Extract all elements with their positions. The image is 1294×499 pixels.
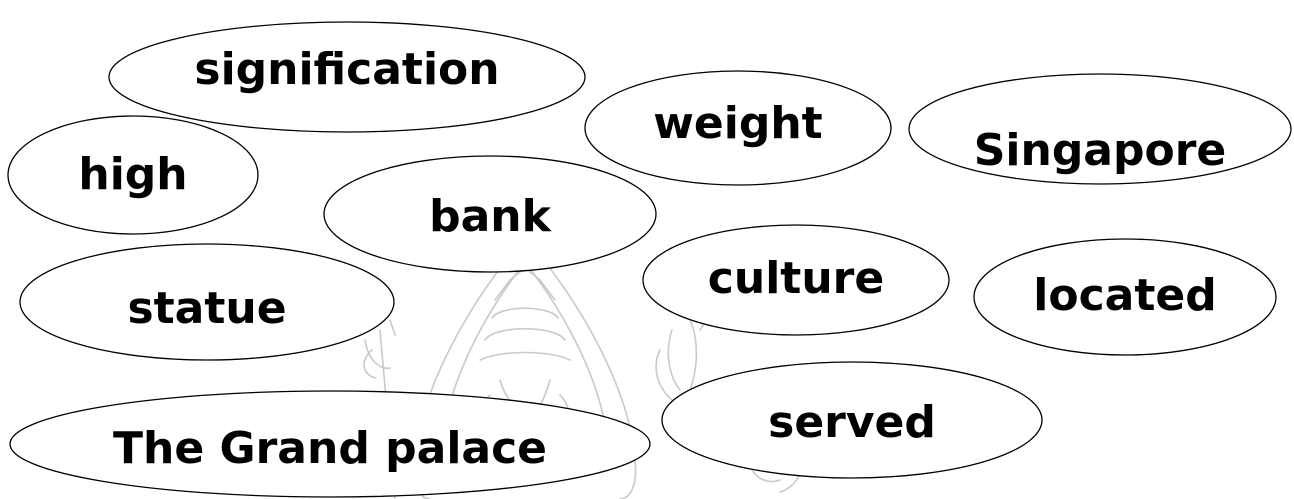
bubble-outline bbox=[19, 243, 395, 361]
word-bubble-bank[interactable]: bank bbox=[323, 155, 657, 273]
bubble-outline bbox=[584, 70, 892, 186]
bubble-label: Singapore bbox=[974, 125, 1227, 176]
bubble-outline bbox=[9, 390, 651, 498]
word-bubble-singapore[interactable]: Singapore bbox=[908, 73, 1292, 185]
bubble-outline bbox=[973, 238, 1277, 356]
word-bubble-the-grand-palace[interactable]: The Grand palace bbox=[9, 390, 651, 498]
bubble-label: located bbox=[1033, 270, 1216, 321]
word-bubble-statue[interactable]: statue bbox=[19, 243, 395, 361]
word-bubble-signification[interactable]: signification bbox=[108, 21, 586, 133]
bubble-outline bbox=[7, 115, 259, 235]
bubble-outline bbox=[108, 21, 586, 133]
bubble-label: served bbox=[768, 397, 936, 448]
bubble-label: high bbox=[78, 149, 187, 200]
bubble-label: The Grand palace bbox=[113, 423, 547, 474]
bubble-label: signification bbox=[194, 44, 499, 95]
bubble-outline bbox=[323, 155, 657, 273]
bubble-outline bbox=[661, 361, 1043, 479]
word-bubble-weight[interactable]: weight bbox=[584, 70, 892, 186]
word-bubble-high[interactable]: high bbox=[7, 115, 259, 235]
bubble-outline bbox=[908, 73, 1292, 185]
word-bubble-located[interactable]: located bbox=[973, 238, 1277, 356]
bubble-label: bank bbox=[429, 191, 553, 242]
bubble-label: culture bbox=[708, 253, 884, 304]
word-bubble-served[interactable]: served bbox=[661, 361, 1043, 479]
bubble-label: weight bbox=[653, 98, 822, 149]
word-bubble-culture[interactable]: culture bbox=[642, 224, 950, 336]
bubble-label: statue bbox=[127, 283, 286, 334]
bubble-outline bbox=[642, 224, 950, 336]
